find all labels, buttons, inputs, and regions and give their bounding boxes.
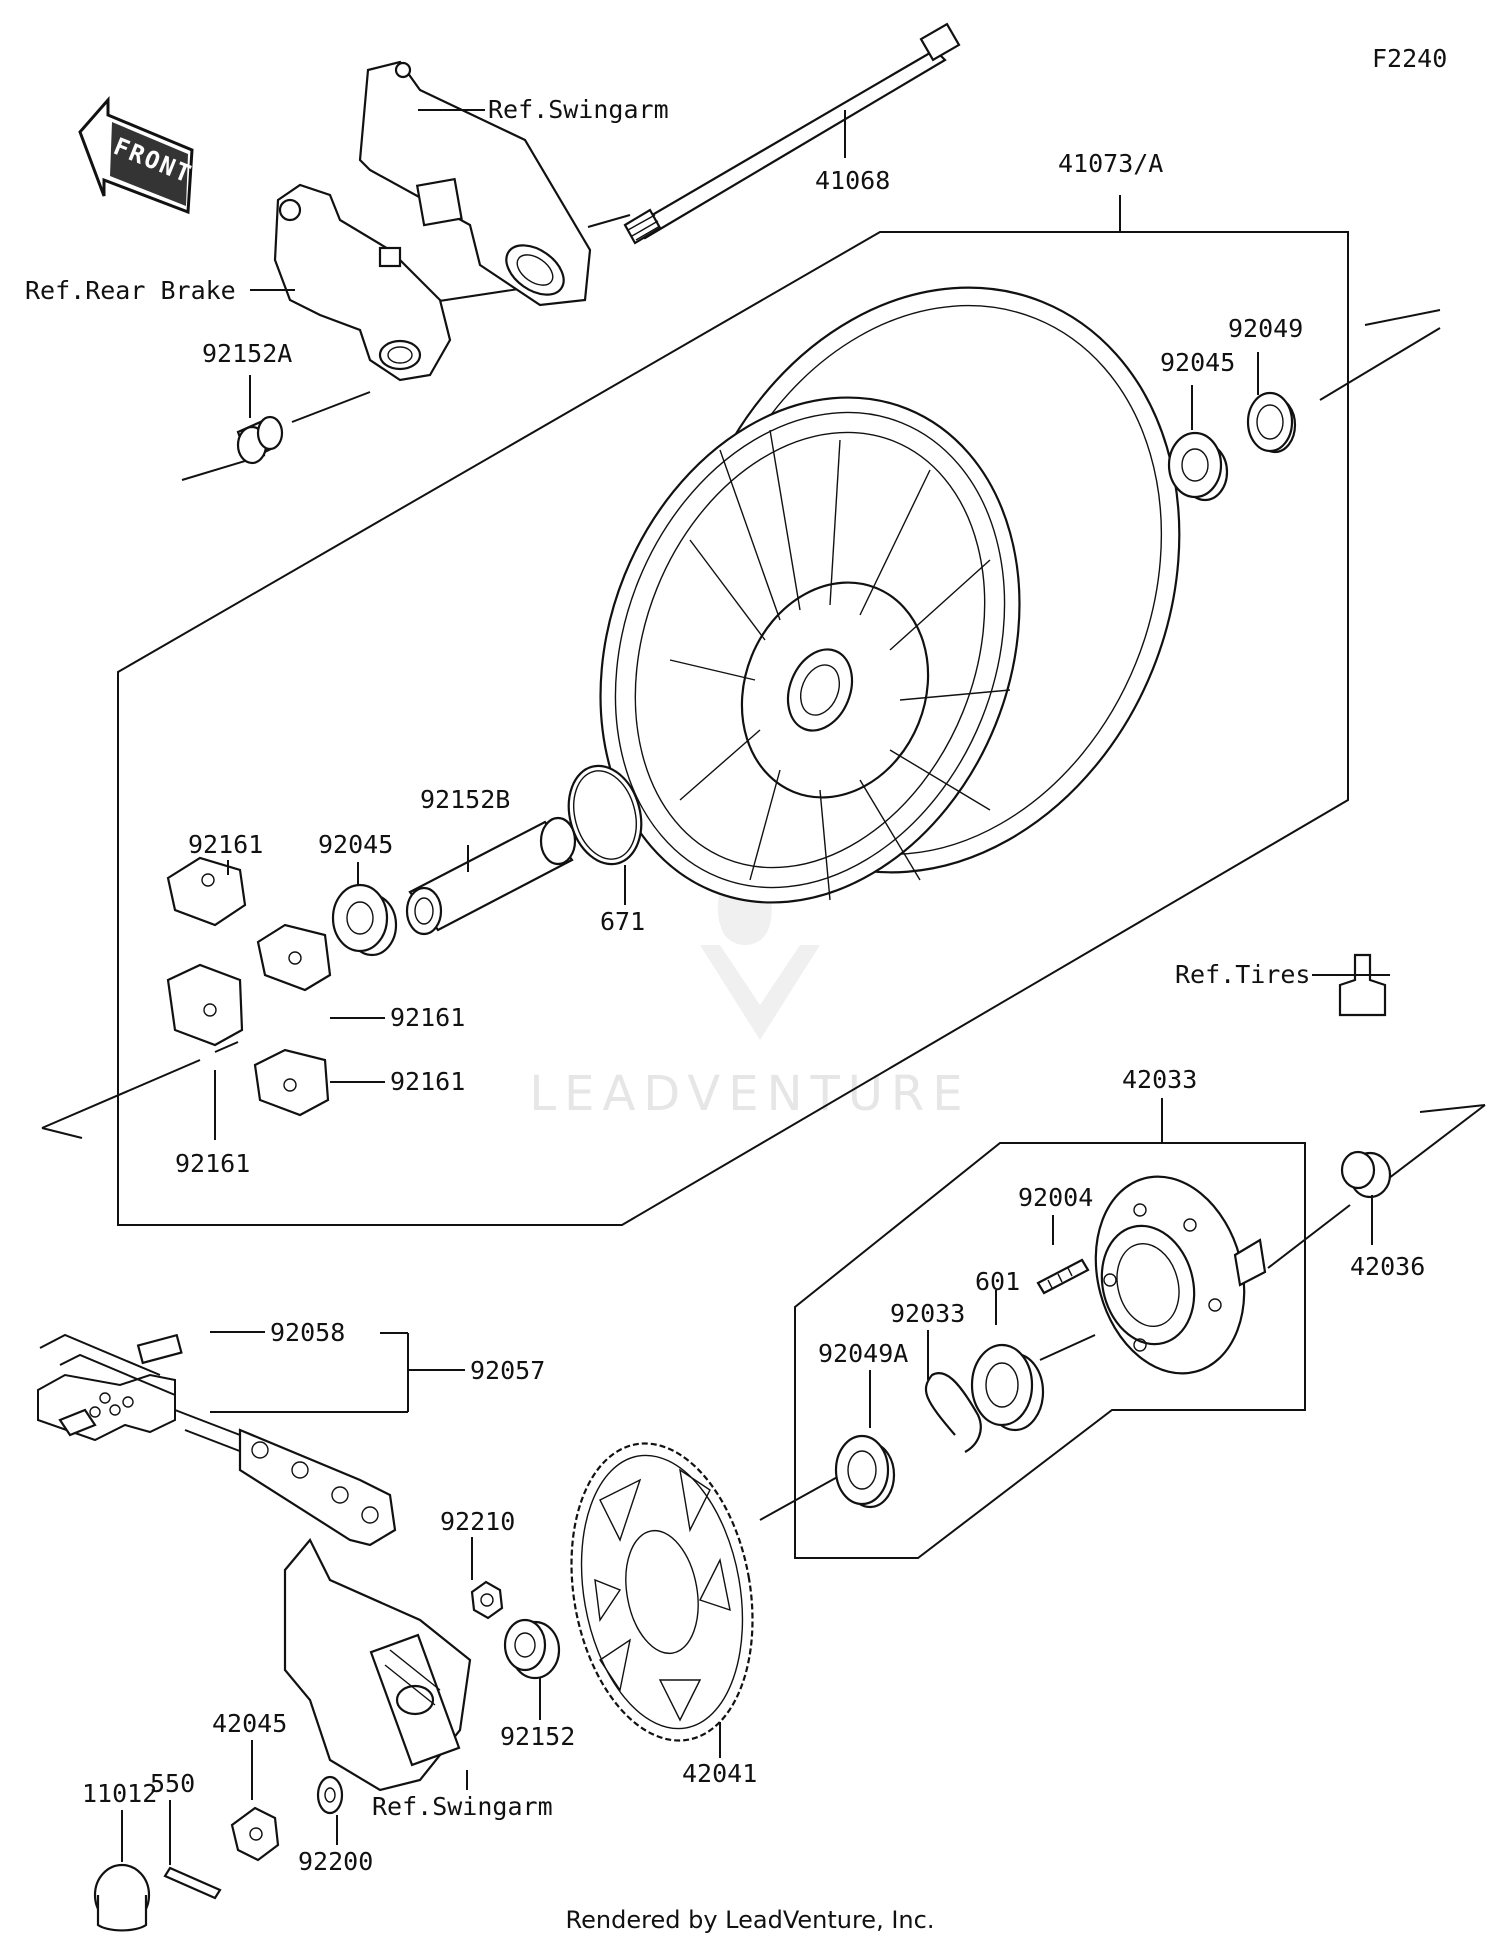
label-ref-swingarm-top: Ref.Swingarm <box>488 95 669 124</box>
leader-lines <box>121 109 1390 1865</box>
bearing-92045-right <box>1167 431 1229 502</box>
label-42045: 42045 <box>212 1709 287 1738</box>
seal-92049 <box>1246 391 1297 454</box>
label-ref-tires: Ref.Tires <box>1175 960 1310 989</box>
front-arrow-icon: FRONT <box>78 96 196 215</box>
bearing-92045-left <box>331 883 398 957</box>
label-92033: 92033 <box>890 1299 965 1328</box>
cotter-pin-550 <box>163 1866 222 1900</box>
collar-92152 <box>503 1618 561 1680</box>
label-ref-swingarm-bottom: Ref.Swingarm <box>372 1792 553 1821</box>
swingarm-top <box>358 60 592 307</box>
label-92057: 92057 <box>470 1356 545 1385</box>
watermark: LEADVENTURE <box>529 850 970 1122</box>
o-ring-671 <box>567 764 643 866</box>
label-92161-c: 92161 <box>390 1067 465 1096</box>
damper-92161-group <box>166 856 332 1117</box>
label-92152b: 92152B <box>420 785 510 814</box>
label-92045-left: 92045 <box>318 830 393 859</box>
nut-92210 <box>470 1580 504 1620</box>
label-42041: 42041 <box>682 1759 757 1788</box>
damper-axis <box>41 1041 239 1139</box>
label-92200: 92200 <box>298 1847 373 1876</box>
label-92210: 92210 <box>440 1507 515 1536</box>
collar-92152b <box>405 816 577 936</box>
collar-92152a <box>236 415 284 465</box>
label-11012: 11012 <box>82 1779 157 1808</box>
hub-assembly-frame <box>794 1098 1306 1559</box>
label-92045-right: 92045 <box>1160 348 1235 377</box>
label-41068: 41068 <box>815 166 890 195</box>
label-671: 671 <box>600 907 645 936</box>
label-41073a: 41073/A <box>1058 149 1163 178</box>
bearing-601 <box>970 1343 1045 1432</box>
label-601: 601 <box>975 1267 1020 1296</box>
diagram-code: F2240 <box>1372 44 1447 73</box>
label-42033: 42033 <box>1122 1065 1197 1094</box>
hub-axis <box>759 1104 1486 1521</box>
wheel-assembly-frame <box>117 195 1349 1226</box>
nut-42045 <box>230 1806 280 1862</box>
sprocket-hub-42033 <box>1094 1175 1267 1375</box>
label-92161-a: 92161 <box>188 830 263 859</box>
cap-11012 <box>93 1863 151 1932</box>
label-42036: 42036 <box>1350 1252 1425 1281</box>
label-ref-rear-brake: Ref.Rear Brake <box>25 276 236 305</box>
label-92152a: 92152A <box>202 339 292 368</box>
label-92049a: 92049A <box>818 1339 908 1368</box>
brake-caliper-bracket <box>273 183 452 382</box>
axle-41068 <box>623 22 961 245</box>
label-92004: 92004 <box>1018 1183 1093 1212</box>
tire-valve <box>1338 953 1387 1017</box>
label-550: 550 <box>150 1769 195 1798</box>
stud-92004 <box>1036 1258 1090 1295</box>
label-92058: 92058 <box>270 1318 345 1347</box>
watermark-text: LEADVENTURE <box>529 1066 970 1122</box>
label-92152: 92152 <box>500 1722 575 1751</box>
rear-wheel-41073a <box>599 286 1181 904</box>
label-92161-d: 92161 <box>175 1149 250 1178</box>
washer-92200 <box>316 1775 344 1815</box>
circlip-92033 <box>924 1372 982 1453</box>
seal-92049a <box>834 1434 896 1509</box>
label-92049: 92049 <box>1228 314 1303 343</box>
part-labels: Ref.Swingarm 41068 41073/A Ref.Rear Brak… <box>25 95 1425 1876</box>
collar-42036 <box>1340 1150 1392 1199</box>
rear-sprocket-42041 <box>570 1442 754 1742</box>
label-92161-b: 92161 <box>390 1003 465 1032</box>
swingarm-bottom <box>283 1538 472 1792</box>
drive-chain-92057 <box>37 1333 397 1547</box>
footer-credit: Rendered by LeadVenture, Inc. <box>566 1906 935 1934</box>
